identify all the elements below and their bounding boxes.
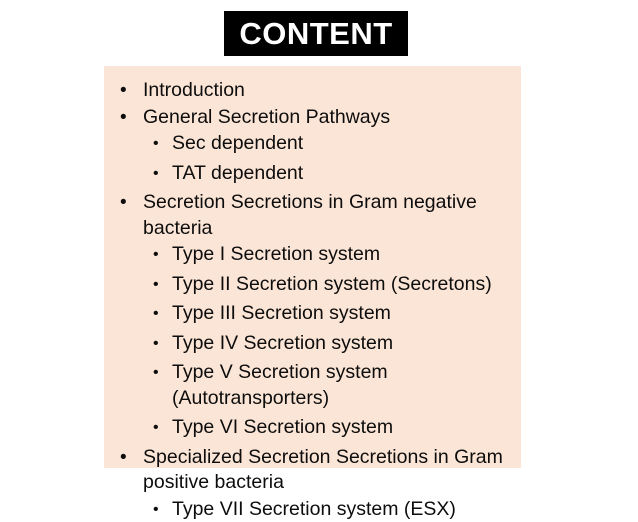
content-outline-list: •Introduction•General Secretion Pathways… (112, 78, 513, 522)
bullet-icon: • (153, 301, 172, 327)
list-item: •Introduction (112, 78, 513, 104)
list-item-label: Secretion Secretions in Gram negative ba… (143, 190, 513, 241)
list-item: •Type II Secretion system (Secretons) (112, 272, 513, 298)
list-item: •Specialized Secretion Secretions in Gra… (112, 445, 513, 496)
list-item-label: Type I Secretion system (172, 242, 513, 268)
slide-title-banner: CONTENT (224, 11, 408, 56)
list-item-label: Type IV Secretion system (172, 331, 513, 357)
bullet-icon: • (153, 272, 172, 298)
content-panel: •Introduction•General Secretion Pathways… (104, 66, 521, 468)
list-item: •Secretion Secretions in Gram negative b… (112, 190, 513, 241)
bullet-icon: • (120, 105, 143, 131)
bullet-icon: • (120, 190, 143, 216)
bullet-icon: • (153, 360, 172, 386)
list-item-label: Sec dependent (172, 131, 513, 157)
list-item: •Sec dependent (112, 131, 513, 157)
list-item: •Type VII Secretion system (ESX) (112, 497, 513, 522)
list-item-label: Type VII Secretion system (ESX) (172, 497, 513, 522)
list-item-label: Introduction (143, 78, 513, 104)
list-item-label: Type VI Secretion system (172, 415, 513, 441)
list-item: •TAT dependent (112, 161, 513, 187)
list-item: •Type VI Secretion system (112, 415, 513, 441)
list-item-label: TAT dependent (172, 161, 513, 187)
bullet-icon: • (153, 242, 172, 268)
bullet-icon: • (120, 78, 143, 104)
bullet-icon: • (153, 331, 172, 357)
list-item: •Type IV Secretion system (112, 331, 513, 357)
bullet-icon: • (120, 445, 143, 471)
list-item: •Type I Secretion system (112, 242, 513, 268)
list-item-label: Type III Secretion system (172, 301, 513, 327)
bullet-icon: • (153, 161, 172, 187)
list-item: •Type III Secretion system (112, 301, 513, 327)
list-item: •General Secretion Pathways (112, 105, 513, 131)
list-item-label: General Secretion Pathways (143, 105, 513, 131)
page-title: CONTENT (239, 18, 392, 49)
bullet-icon: • (153, 131, 172, 157)
list-item: •Type V Secretion system (Autotransporte… (112, 360, 513, 411)
list-item-label: Type V Secretion system (Autotransporter… (172, 360, 513, 411)
list-item-label: Specialized Secretion Secretions in Gram… (143, 445, 513, 496)
list-item-label: Type II Secretion system (Secretons) (172, 272, 513, 298)
bullet-icon: • (153, 415, 172, 441)
bullet-icon: • (153, 497, 172, 522)
